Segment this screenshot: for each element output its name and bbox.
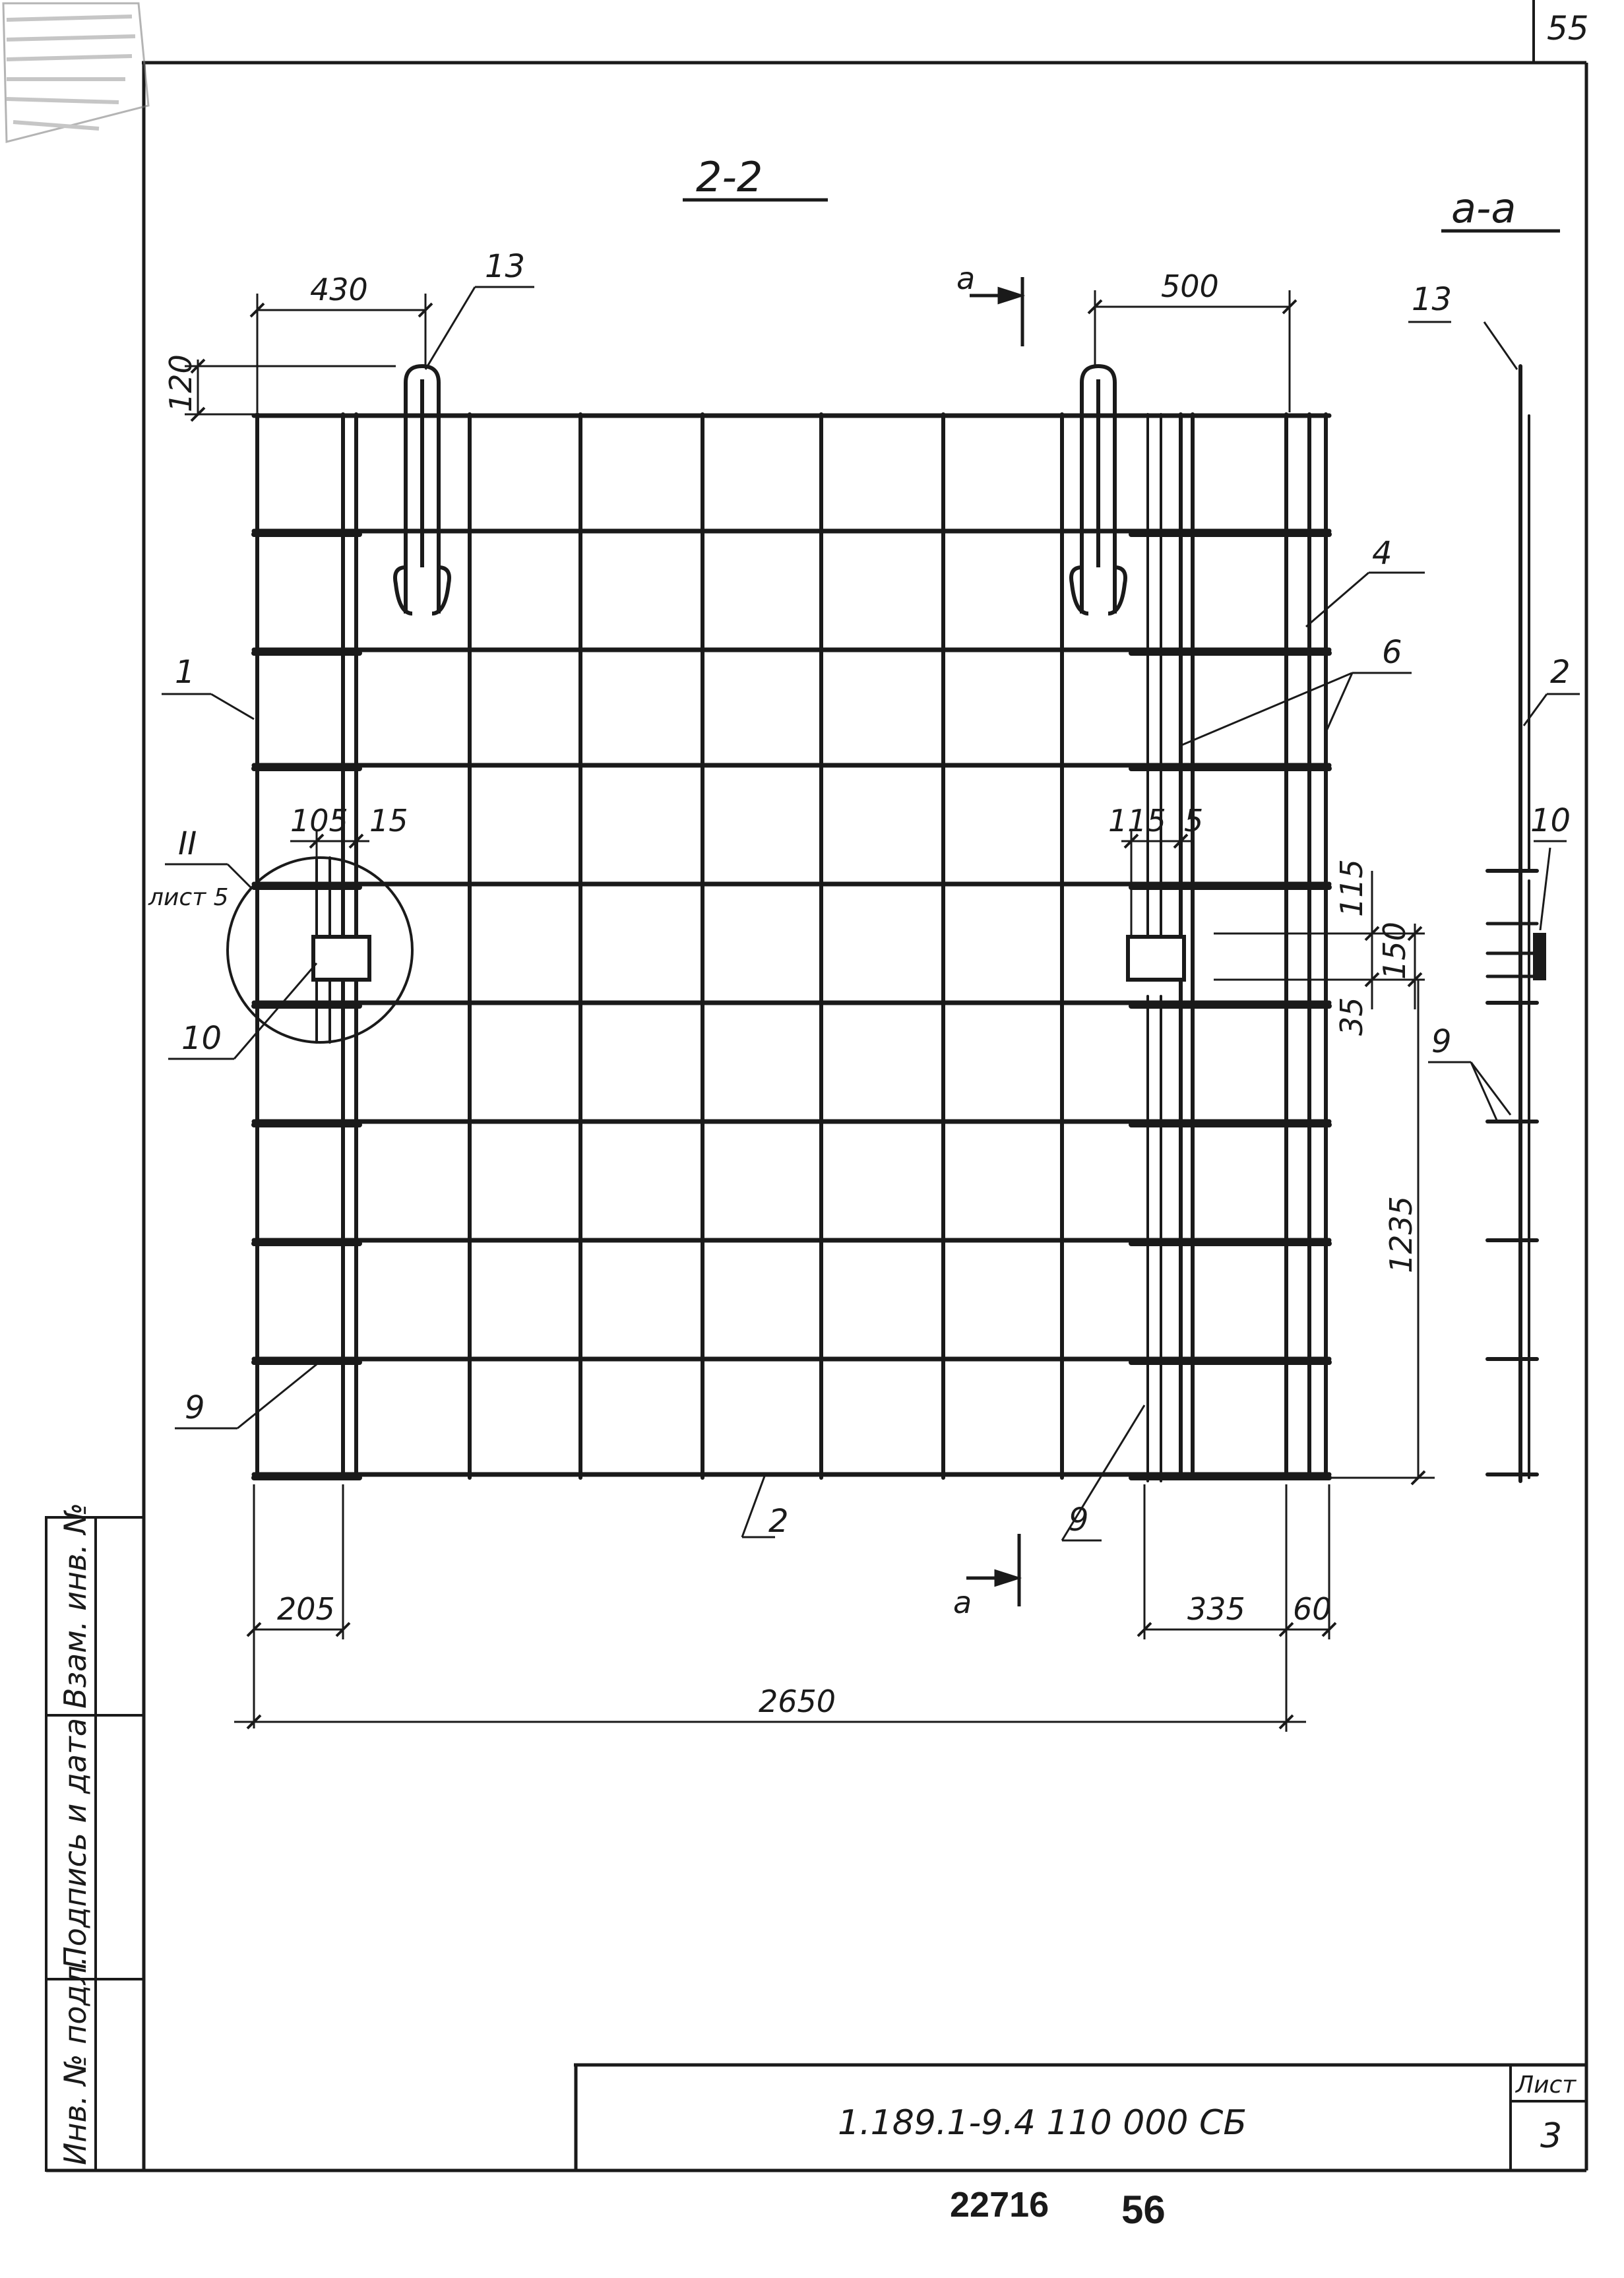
dimension-lines (185, 290, 1435, 1732)
stamp-podpis-data: Подпись и дата (57, 1718, 93, 1969)
dim-205: 205 (277, 1591, 335, 1627)
view-title-2-2: 2-2 (696, 153, 763, 201)
dim-5: 5 (1184, 803, 1203, 838)
callout-9-right: 9 (1069, 1502, 1089, 1538)
callout-9-section: 9 (1431, 1023, 1452, 1060)
dim-60: 60 (1293, 1591, 1332, 1627)
callout-1: 1 (175, 654, 195, 691)
callout-4: 4 (1372, 535, 1392, 572)
dim-2650: 2650 (759, 1684, 836, 1719)
bars-pos6 (315, 413, 1162, 1482)
callout-13-section: 13 (1412, 281, 1452, 318)
cut-mark-bottom (966, 1534, 1022, 1606)
cut-mark-top (970, 277, 1026, 346)
cut-mark-bottom-label: a (953, 1585, 972, 1620)
short-bars-pos9 (251, 532, 1332, 1480)
section-a-a-view (1485, 364, 1546, 1483)
stamp-vzam-inv: Взам. инв. № (57, 1503, 93, 1709)
title-block (574, 2063, 1586, 2170)
callout-detail-sheet: лист 5 (148, 884, 229, 911)
dim-500: 500 (1161, 269, 1219, 304)
horizontal-bars (251, 413, 1332, 1477)
side-stamp (45, 1516, 145, 2172)
callout-2-section: 2 (1550, 654, 1571, 691)
embedded-plates (311, 935, 1186, 982)
library-stamp (2, 2, 150, 143)
callout-leaders (162, 286, 1580, 1542)
dimension-ticks (190, 299, 1426, 1730)
cut-mark-top-label: a (956, 261, 975, 296)
callout-detail-II: II (178, 825, 197, 862)
dim-105: 105 (290, 803, 348, 838)
sheet-corner-number: 55 (1547, 9, 1589, 47)
callout-6: 6 (1382, 634, 1402, 671)
callout-10-section: 10 (1530, 802, 1571, 839)
dim-1235: 1235 (1383, 1196, 1419, 1273)
dim-335: 335 (1187, 1591, 1245, 1627)
dim-150: 150 (1377, 922, 1412, 980)
sheet-frame (46, 0, 1588, 2172)
stamp-inv-podl: Инв. № подл. (57, 1956, 93, 2165)
dim-115-horizontal: 115 (1108, 803, 1166, 838)
lifting-loops (393, 364, 1127, 616)
bottom-archive-code: 22716 (950, 2185, 1049, 2225)
callout-13-main: 13 (485, 248, 525, 285)
callout-10-main: 10 (181, 1020, 222, 1057)
callout-9-left: 9 (185, 1389, 205, 1426)
dim-430: 430 (310, 272, 368, 307)
dim-15: 15 (369, 803, 408, 838)
view-title-a-a: a-a (1451, 184, 1516, 232)
dim-35: 35 (1334, 997, 1369, 1036)
callout-2-main: 2 (768, 1503, 789, 1540)
detail-circle-II (226, 856, 414, 1044)
dim-120: 120 (163, 354, 199, 412)
title-block-designation: 1.189.1-9.4 110 000 СБ (838, 2103, 1247, 2143)
title-block-sheet-number: 3 (1540, 2116, 1562, 2156)
dim-115-vertical: 115 (1334, 859, 1369, 917)
title-block-sheet-label: Лист (1515, 2072, 1577, 2099)
bottom-page-number: 56 (1121, 2188, 1166, 2232)
